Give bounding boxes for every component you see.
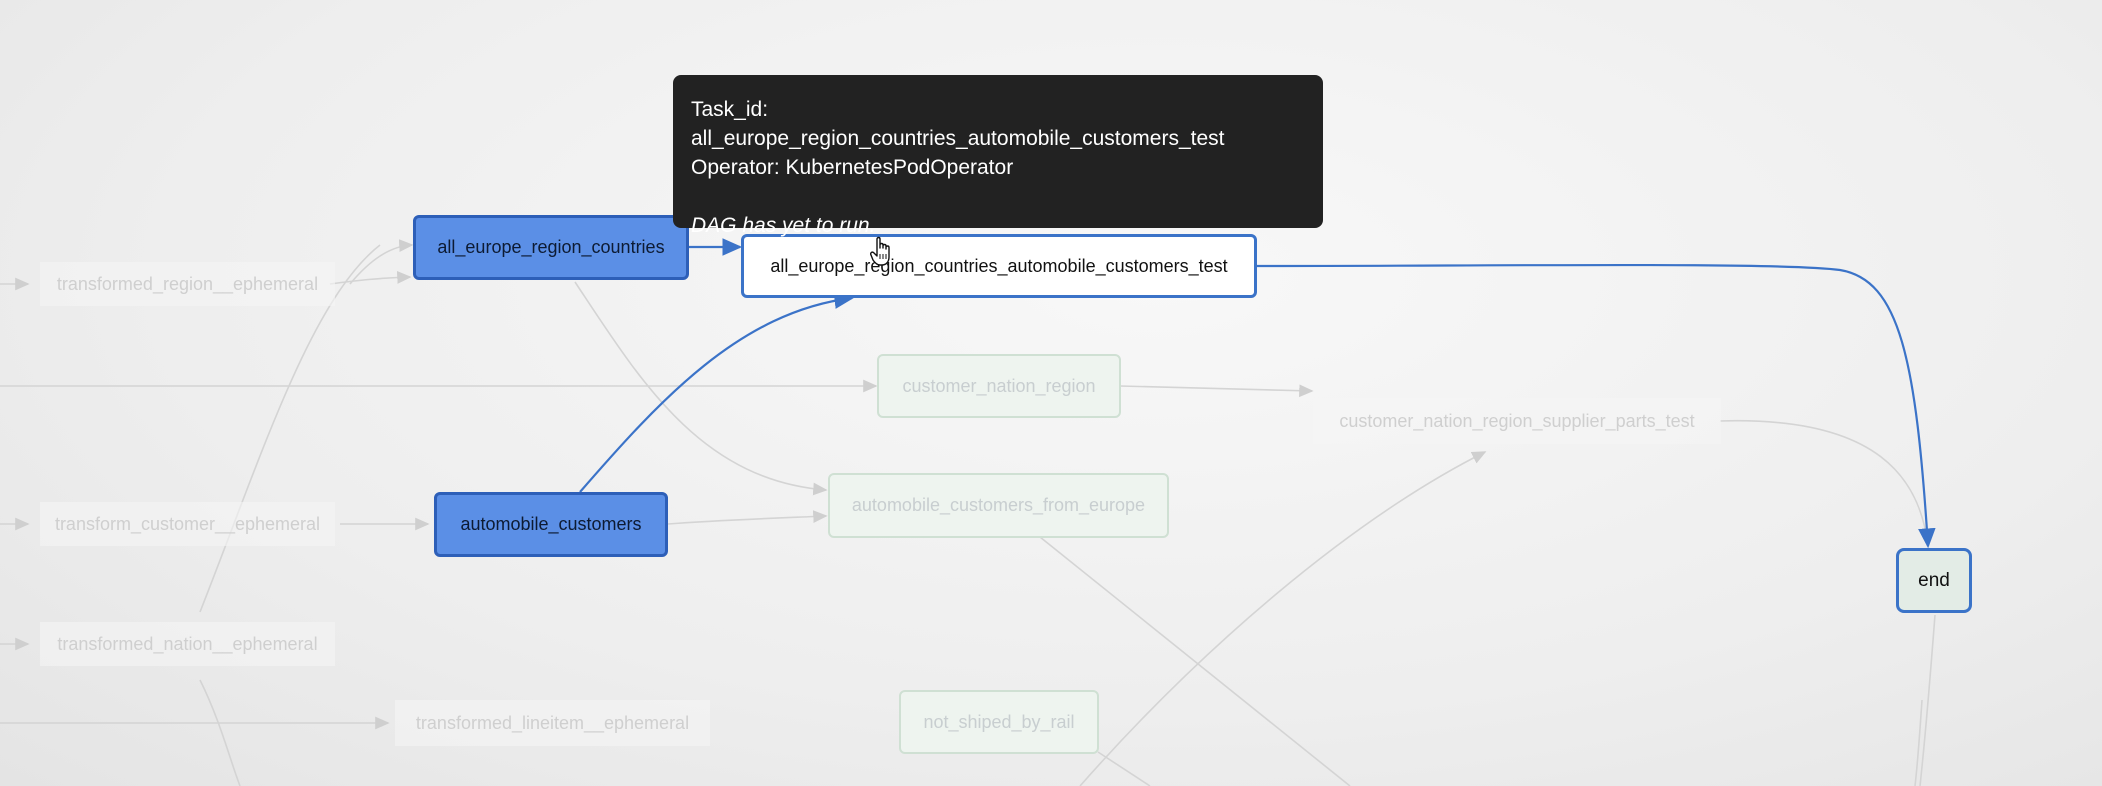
edge [667,510,828,525]
edge [329,271,412,285]
edge [1919,614,1936,786]
edge [1914,699,1923,786]
task-node-test-selected[interactable]: all_europe_region_countries_automobile_c… [741,234,1257,298]
edge [1097,751,1151,786]
edge [574,281,828,496]
tooltip-operator: Operator: KubernetesPodOperator [691,156,1014,179]
edge-highlight [1255,263,1936,549]
hand-pointer-icon [870,236,896,273]
edge [349,239,414,285]
task-node-transform-customer[interactable]: transform_customer__ephemeral [40,502,335,546]
tooltip-task-id: Task_id: all_europe_region_countries_aut… [691,98,1225,150]
edge [1039,536,1351,786]
task-node-customer-nation-region[interactable]: customer_nation_region [877,354,1121,418]
edge [1079,451,1487,786]
tooltip-run-status: DAG has yet to run. [691,214,876,237]
task-node-transformed-lineitem[interactable]: transformed_lineitem__ephemeral [395,700,710,746]
task-node-all-europe-region-countries[interactable]: all_europe_region_countries [413,215,689,280]
task-node-end[interactable]: end [1896,548,1972,613]
task-node-supplier-parts-test[interactable]: customer_nation_region_supplier_parts_te… [1313,398,1721,444]
edge [199,679,241,786]
task-node-not-shiped-by-rail[interactable]: not_shiped_by_rail [899,690,1099,754]
task-node-automobile-customers[interactable]: automobile_customers [434,492,668,557]
task-node-transformed-region[interactable]: transformed_region__ephemeral [40,262,335,306]
task-tooltip: Task_id: all_europe_region_countries_aut… [673,75,1323,237]
edge [1719,419,1929,547]
edge-highlight [579,291,855,493]
task-node-automobile-customers-from-europe[interactable]: automobile_customers_from_europe [828,473,1169,538]
task-node-transformed-nation[interactable]: transformed_nation__ephemeral [40,622,335,666]
edge [199,244,381,613]
edge [1119,384,1314,398]
